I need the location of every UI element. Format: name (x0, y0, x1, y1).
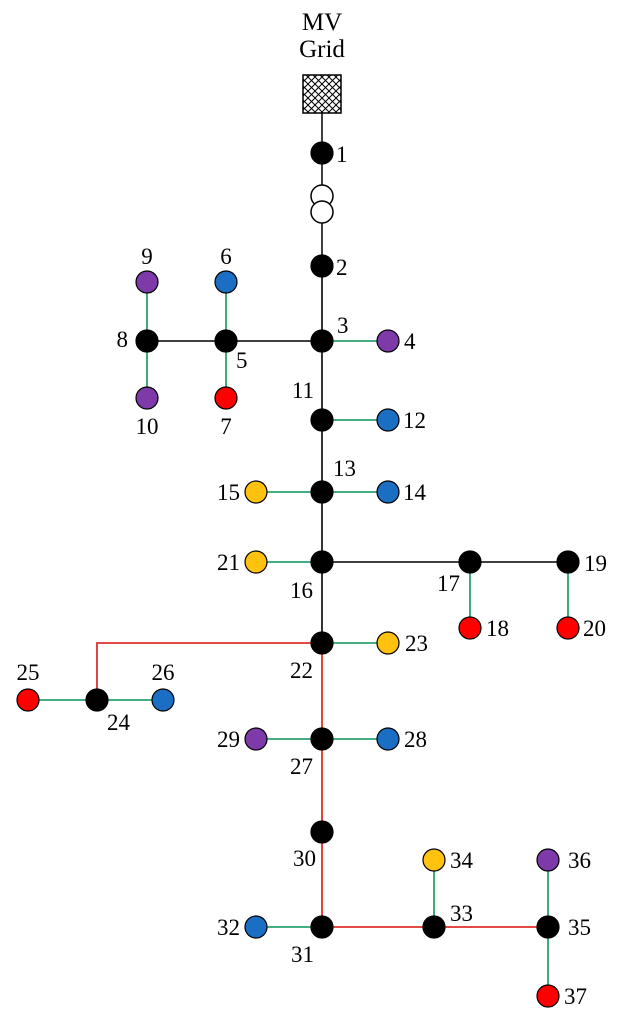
bus-label-10: 10 (136, 414, 159, 439)
red-load-node-20 (556, 616, 580, 640)
bus-label-37: 37 (564, 984, 587, 1009)
bus-label-5: 5 (236, 348, 248, 373)
yellow-load-node-34 (422, 848, 446, 872)
bus-label-21: 21 (217, 550, 240, 575)
blue-load-node-26 (151, 688, 175, 712)
blue-load-node-28 (376, 727, 400, 751)
purple-load-node-9 (135, 270, 159, 294)
grid-title-line1: MV (302, 9, 342, 36)
bus-label-3: 3 (337, 313, 349, 338)
bus-label-6: 6 (220, 244, 232, 269)
bus-node-1 (310, 141, 334, 165)
bus-label-31: 31 (291, 942, 314, 967)
ring-line-22-24 (96, 642, 322, 700)
bus-label-35: 35 (568, 915, 591, 940)
bus-label-30: 30 (293, 846, 316, 871)
bus-node-22 (310, 631, 334, 655)
grid-title-line2: Grid (299, 36, 345, 63)
bus-node-5 (214, 329, 238, 353)
bus-node-13 (310, 480, 334, 504)
bus-node-33 (422, 915, 446, 939)
bus-label-23: 23 (405, 631, 428, 656)
bus-label-25: 25 (17, 660, 40, 685)
bus-label-36: 36 (568, 848, 591, 873)
red-load-node-7 (214, 386, 238, 410)
bus-label-13: 13 (333, 456, 356, 481)
red-load-node-18 (458, 616, 482, 640)
bus-label-28: 28 (404, 727, 427, 752)
red-load-node-37 (536, 984, 560, 1008)
red-load-node-25 (16, 688, 40, 712)
bus-node-35 (536, 915, 560, 939)
bus-label-7: 7 (220, 414, 232, 439)
transformer-icon (310, 184, 334, 224)
bus-label-1: 1 (336, 142, 348, 167)
yellow-load-node-15 (244, 480, 268, 504)
bus-label-9: 9 (141, 244, 153, 269)
bus-label-14: 14 (403, 480, 427, 505)
yellow-load-node-23 (376, 631, 400, 655)
blue-load-node-12 (376, 408, 400, 432)
bus-node-24 (85, 688, 109, 712)
bus-label-4: 4 (404, 329, 416, 354)
bus-node-19 (556, 550, 580, 574)
bus-node-17 (458, 550, 482, 574)
purple-load-node-10 (135, 386, 159, 410)
blue-load-node-6 (214, 270, 238, 294)
bus-label-24: 24 (107, 710, 131, 735)
bus-label-20: 20 (583, 616, 606, 641)
bus-label-29: 29 (217, 727, 240, 752)
yellow-load-node-21 (244, 550, 268, 574)
bus-node-30 (310, 820, 334, 844)
bus-label-17: 17 (437, 571, 460, 596)
bus-node-8 (135, 329, 159, 353)
bus-label-34: 34 (450, 848, 474, 873)
network-buses (16, 141, 580, 1008)
bus-node-11 (310, 408, 334, 432)
purple-load-node-4 (376, 329, 400, 353)
bus-node-2 (310, 254, 334, 278)
blue-load-node-14 (376, 480, 400, 504)
bus-label-26: 26 (152, 660, 175, 685)
bus-label-19: 19 (584, 551, 607, 576)
bus-label-16: 16 (290, 578, 313, 603)
bus-node-27 (310, 727, 334, 751)
blue-load-node-32 (244, 915, 268, 939)
bus-label-12: 12 (403, 408, 426, 433)
purple-load-node-36 (536, 848, 560, 872)
bus-label-32: 32 (217, 915, 240, 940)
bus-node-31 (310, 915, 334, 939)
bus-label-8: 8 (117, 327, 129, 352)
bus-label-18: 18 (486, 616, 509, 641)
bus-node-16 (310, 550, 334, 574)
bus-label-27: 27 (290, 754, 313, 779)
bus-label-11: 11 (292, 378, 314, 403)
bus-label-15: 15 (217, 480, 240, 505)
purple-load-node-29 (244, 727, 268, 751)
bus-label-33: 33 (450, 901, 473, 926)
bus-label-2: 2 (336, 255, 348, 280)
bus-label-22: 22 (290, 658, 313, 683)
bus-node-3 (310, 329, 334, 353)
mv-grid-source-icon (302, 74, 342, 114)
